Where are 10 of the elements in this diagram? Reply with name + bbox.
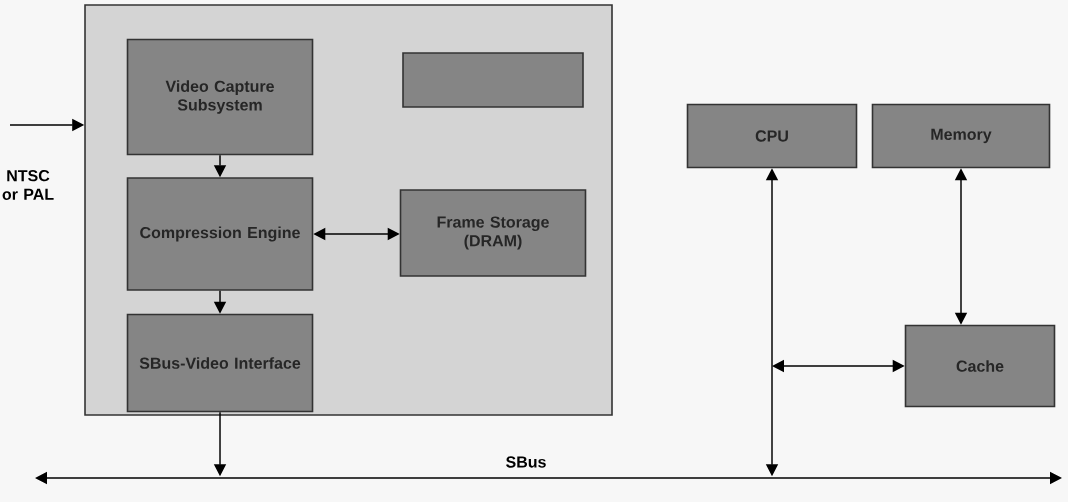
- component-box: Compression Engine: [126, 177, 314, 291]
- component-box: Frame Storage (DRAM): [399, 189, 587, 277]
- component-box: [402, 52, 584, 108]
- component-box: Memory: [871, 103, 1051, 169]
- component-box: CPU: [686, 103, 858, 169]
- component-box: Cache: [904, 324, 1056, 408]
- bus-label: SBus: [506, 456, 546, 468]
- component-box: SBus-Video Interface: [126, 313, 314, 413]
- signal-label: NTSC or PAL: [2, 170, 54, 200]
- component-box: Video Capture Subsystem: [126, 38, 314, 156]
